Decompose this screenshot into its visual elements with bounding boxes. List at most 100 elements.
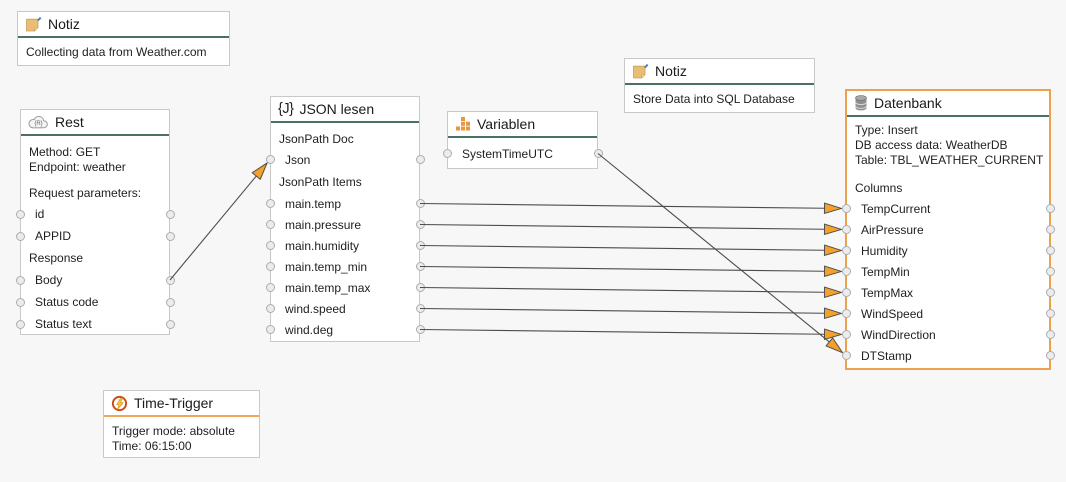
- input-port[interactable]: [841, 225, 851, 234]
- node-title: Variablen: [477, 116, 536, 132]
- input-port[interactable]: [841, 204, 851, 213]
- json-item-row: main.temp_min: [265, 256, 425, 277]
- output-port[interactable]: [1045, 267, 1055, 276]
- json-item-row: main.temp_max: [265, 277, 425, 298]
- output-port[interactable]: [165, 275, 175, 285]
- rest-node[interactable]: {R} Rest Method: GET Endpoint: weather R…: [15, 109, 175, 335]
- sticky-note-icon: [632, 63, 649, 79]
- variable-label: SystemTimeUTC: [462, 146, 553, 161]
- output-port[interactable]: [415, 199, 425, 208]
- note-node-weather[interactable]: Notiz Collecting data from Weather.com: [17, 11, 230, 66]
- json-read-node[interactable]: {J} JSON lesen JsonPath Doc Json JsonPat…: [265, 96, 425, 342]
- row-label: wind.deg: [285, 322, 334, 337]
- input-port[interactable]: [841, 309, 851, 318]
- input-port[interactable]: [265, 155, 275, 164]
- input-port[interactable]: [442, 149, 452, 158]
- db-columns-label: Columns: [855, 180, 903, 195]
- row-label: Json: [285, 152, 311, 167]
- db-table: Table: TBL_WEATHER_CURRENT: [855, 152, 1044, 167]
- json-braces-icon: {J}: [278, 101, 294, 117]
- output-port[interactable]: [415, 283, 425, 292]
- output-port[interactable]: [415, 325, 425, 334]
- output-port[interactable]: [415, 304, 425, 313]
- database-node[interactable]: Datenbank Type: Insert DB access data: W…: [841, 89, 1055, 370]
- input-port[interactable]: [15, 319, 25, 329]
- output-port[interactable]: [165, 209, 175, 219]
- column-label: TempMin: [861, 264, 910, 279]
- output-port[interactable]: [1045, 246, 1055, 255]
- output-port[interactable]: [1045, 288, 1055, 297]
- input-port[interactable]: [841, 330, 851, 339]
- cloud-rest-icon: {R}: [28, 115, 49, 129]
- note-node-header: Notiz: [18, 12, 229, 38]
- rest-request-params-label: Request parameters:: [29, 185, 142, 200]
- db-column-row: AirPressure: [841, 219, 1055, 240]
- json-item-row: wind.deg: [265, 319, 425, 340]
- variables-node-header: Variablen: [448, 112, 597, 138]
- time-trigger-node-header: Time-Trigger: [104, 391, 259, 417]
- output-port[interactable]: [415, 220, 425, 229]
- output-port[interactable]: [165, 297, 175, 307]
- db-column-row: WindDirection: [841, 324, 1055, 345]
- row-label: wind.speed: [285, 301, 346, 316]
- db-access-data: DB access data: WeatherDB: [855, 137, 1008, 152]
- input-port[interactable]: [841, 267, 851, 276]
- input-port[interactable]: [265, 220, 275, 229]
- node-title: Notiz: [48, 16, 80, 32]
- row-label: main.humidity: [285, 238, 360, 253]
- json-doc-row: Json: [265, 149, 425, 170]
- column-label: Humidity: [861, 243, 908, 258]
- output-port[interactable]: [1045, 330, 1055, 339]
- row-label: main.temp: [285, 196, 342, 211]
- database-node-header: Datenbank: [847, 91, 1049, 117]
- note-text: Collecting data from Weather.com: [26, 44, 207, 59]
- input-port[interactable]: [841, 246, 851, 255]
- output-port[interactable]: [1045, 351, 1055, 360]
- column-label: AirPressure: [861, 222, 924, 237]
- input-port[interactable]: [15, 297, 25, 307]
- node-title: Time-Trigger: [134, 395, 214, 411]
- row-label: main.temp_min: [285, 259, 368, 274]
- time-trigger-node[interactable]: Time-Trigger Trigger mode: absolute Time…: [103, 390, 260, 458]
- json-item-row: main.humidity: [265, 235, 425, 256]
- output-port[interactable]: [415, 262, 425, 271]
- output-port[interactable]: [165, 319, 175, 329]
- rest-endpoint: Endpoint: weather: [29, 159, 126, 174]
- trigger-time: Time: 06:15:00: [112, 438, 192, 453]
- output-port[interactable]: [165, 231, 175, 241]
- jsonpath-items-label: JsonPath Items: [279, 174, 362, 189]
- input-port[interactable]: [265, 262, 275, 271]
- output-port[interactable]: [1045, 204, 1055, 213]
- input-port[interactable]: [841, 288, 851, 297]
- blocks-chart-icon: [455, 117, 471, 131]
- param-label: APPID: [35, 229, 72, 243]
- db-column-row: DTStamp: [841, 345, 1055, 366]
- output-port[interactable]: [1045, 225, 1055, 234]
- input-port[interactable]: [15, 275, 25, 285]
- input-port[interactable]: [265, 325, 275, 334]
- note-node-sql[interactable]: Notiz Store Data into SQL Database: [624, 58, 815, 113]
- db-column-row: TempMin: [841, 261, 1055, 282]
- output-port[interactable]: [593, 149, 603, 158]
- sticky-note-icon: [25, 16, 42, 32]
- json-item-row: wind.speed: [265, 298, 425, 319]
- input-port[interactable]: [15, 231, 25, 241]
- rest-response-row-body: Body: [15, 269, 175, 291]
- response-label: Body: [35, 273, 63, 287]
- input-port[interactable]: [15, 209, 25, 219]
- json-item-row: main.temp: [265, 193, 425, 214]
- output-port[interactable]: [415, 241, 425, 250]
- input-port[interactable]: [265, 241, 275, 250]
- output-port[interactable]: [415, 155, 425, 164]
- clock-lightning-icon: [111, 395, 128, 412]
- input-port[interactable]: [265, 283, 275, 292]
- variables-node[interactable]: Variablen SystemTimeUTC: [442, 111, 603, 169]
- row-label: main.pressure: [285, 217, 362, 232]
- column-label: TempCurrent: [861, 201, 931, 216]
- output-port[interactable]: [1045, 309, 1055, 318]
- node-title: JSON lesen: [299, 101, 375, 117]
- input-port[interactable]: [841, 351, 851, 360]
- input-port[interactable]: [265, 199, 275, 208]
- db-column-row: WindSpeed: [841, 303, 1055, 324]
- input-port[interactable]: [265, 304, 275, 313]
